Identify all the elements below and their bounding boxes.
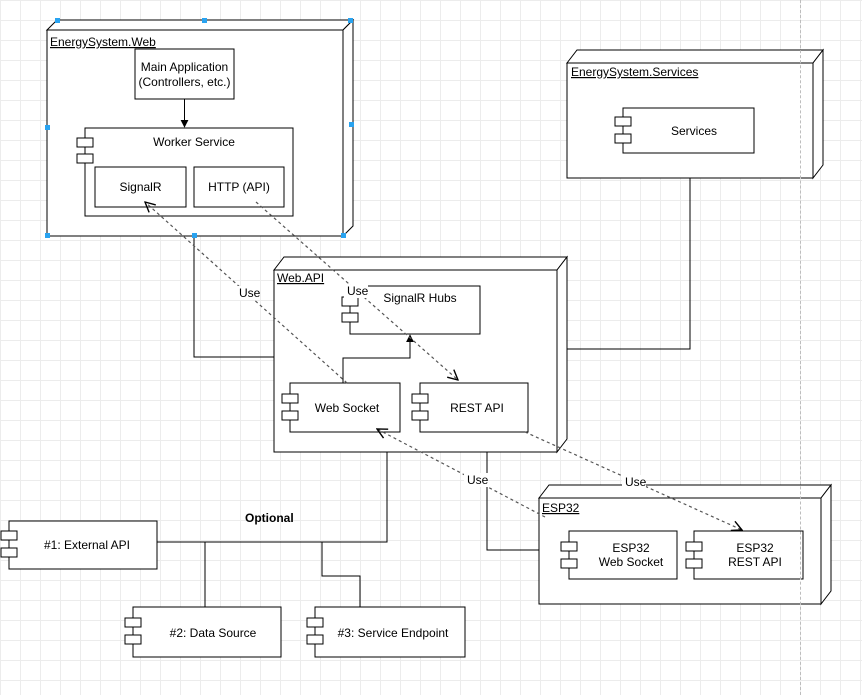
component-signalr-hubs[interactable]: SignalR Hubs: [341, 285, 481, 335]
connector-webapi-to-esp32[interactable]: [486, 452, 540, 551]
dependency-esp32-websocket-to-websocket[interactable]: [377, 429, 546, 518]
external-api-port-top: [0, 530, 18, 541]
rest-api-label: REST API: [450, 401, 504, 415]
component-esp32-web-socket[interactable]: ESP32 Web Socket: [560, 530, 678, 580]
node-title-esp32: ESP32: [542, 501, 580, 515]
worker-service-label: Worker Service: [153, 135, 235, 149]
main-application-label-line1: Main Application: [141, 60, 228, 74]
connector-services-to-webapi[interactable]: [567, 178, 691, 350]
external-api-label: #1: External API: [44, 538, 130, 552]
use-label-esp32-rest: Use: [625, 475, 647, 489]
component-rest-api[interactable]: REST API: [411, 382, 529, 433]
service-endpoint-port-bottom: [306, 634, 324, 645]
web-socket-label: Web Socket: [315, 401, 380, 415]
signalr-hubs-port-bottom: [341, 312, 359, 323]
esp32-web-socket-port-bottom: [560, 558, 578, 569]
node-title-web: EnergySystem.Web: [50, 35, 156, 49]
component-web-socket[interactable]: Web Socket: [281, 382, 401, 433]
component-main-application[interactable]: Main Application (Controllers, etc.): [134, 48, 235, 100]
worker-service-port-bottom: [76, 153, 94, 164]
esp32-rest-api-label-line2: REST API: [728, 555, 782, 569]
arrow-websocket-to-signalr-hubs: [342, 334, 414, 383]
node-title-webapi: Web.API: [277, 271, 324, 285]
component-http-api[interactable]: HTTP (API): [193, 166, 285, 208]
service-endpoint-label: #3: Service Endpoint: [338, 626, 449, 640]
web-socket-port-top: [281, 393, 299, 404]
dependency-labels: Use Use Use Use: [236, 284, 647, 489]
component-external-api[interactable]: #1: External API: [0, 520, 158, 570]
data-source-port-bottom: [124, 634, 142, 645]
service-endpoint-port-top: [306, 617, 324, 628]
web-socket-port-bottom: [281, 410, 299, 421]
signalr-hubs-port-top: [341, 296, 359, 307]
esp32-web-socket-label-line2: Web Socket: [599, 555, 664, 569]
rest-api-port-bottom: [411, 410, 429, 421]
component-data-source[interactable]: #2: Data Source: [124, 606, 282, 658]
rest-api-port-top: [411, 393, 429, 404]
signalr-label: SignalR: [119, 180, 161, 194]
component-service-endpoint[interactable]: #3: Service Endpoint: [306, 606, 466, 658]
worker-service-port-top: [76, 137, 94, 148]
data-source-label: #2: Data Source: [170, 626, 257, 640]
http-api-label: HTTP (API): [208, 180, 270, 194]
component-services[interactable]: Services: [614, 107, 755, 154]
page-boundary: [800, 0, 801, 695]
optional-label: Optional: [245, 511, 294, 525]
esp32-rest-api-label-line1: ESP32: [736, 541, 774, 555]
selection-handles: [45, 18, 354, 238]
connector-webapi-to-external[interactable]: [157, 452, 388, 543]
esp32-rest-api-port-bottom: [685, 558, 703, 569]
services-label: Services: [671, 124, 717, 138]
connector-external-to-service-endpoint[interactable]: [321, 542, 361, 607]
main-application-label-line2: (Controllers, etc.): [138, 75, 230, 89]
component-esp32-rest-api[interactable]: ESP32 REST API: [685, 530, 804, 580]
esp32-web-socket-label-line1: ESP32: [612, 541, 650, 555]
dependency-rest-to-esp32-rest[interactable]: [524, 431, 742, 530]
connector-web-to-webapi[interactable]: [193, 236, 275, 358]
esp32-rest-api-port-top: [685, 541, 703, 552]
services-port-top: [614, 116, 632, 127]
esp32-web-socket-port-top: [560, 541, 578, 552]
use-label-http-rest: Use: [347, 284, 369, 298]
signalr-hubs-label: SignalR Hubs: [383, 291, 456, 305]
external-api-port-bottom: [0, 547, 18, 558]
node-title-services: EnergySystem.Services: [571, 65, 698, 79]
services-port-bottom: [614, 133, 632, 144]
component-signalr[interactable]: SignalR: [94, 166, 187, 208]
data-source-port-top: [124, 617, 142, 628]
use-label-websocket-signalr: Use: [239, 286, 261, 300]
use-label-esp32-websocket: Use: [467, 473, 489, 487]
